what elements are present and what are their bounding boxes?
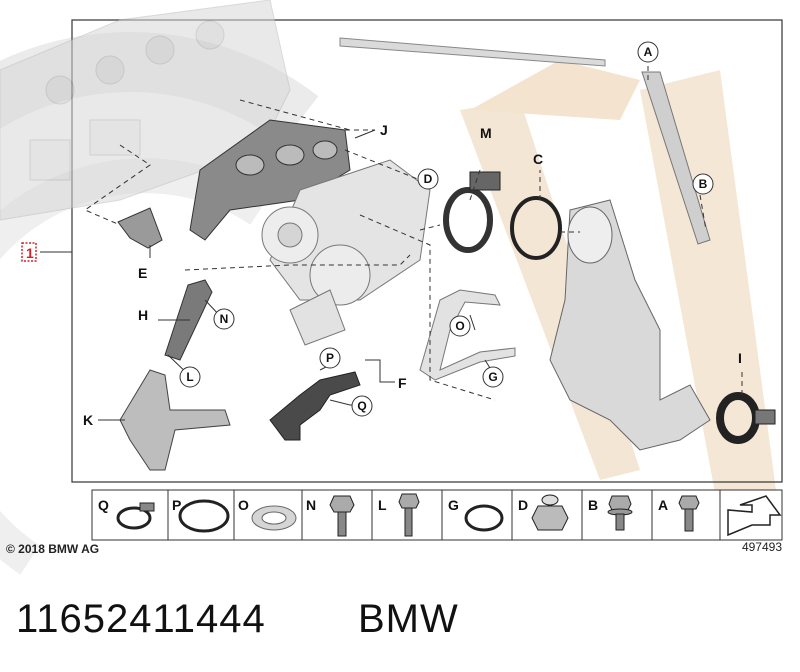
- callout-o: O: [449, 315, 471, 337]
- legend-n: N: [306, 497, 316, 513]
- flange-bolt-icon: [607, 495, 633, 531]
- legend-a: A: [658, 497, 668, 513]
- callouts: J E H K F M C I: [83, 122, 742, 428]
- callout-i: I: [738, 350, 742, 366]
- callout-k: K: [83, 412, 93, 428]
- diagram-number: 497493: [742, 540, 782, 554]
- main-item-marker: 1: [21, 242, 37, 262]
- part-number: 11652411444: [16, 597, 266, 641]
- legend-d: D: [518, 497, 528, 513]
- fastener-legend: Q P O N L G D: [91, 489, 783, 541]
- circled-callouts: A B D N L P Q O: [179, 41, 714, 417]
- support-rod: [641, 71, 711, 245]
- svg-text:L: L: [186, 370, 193, 384]
- turbocharger: [261, 159, 431, 346]
- svg-text:Q: Q: [357, 399, 366, 413]
- callout-h: H: [138, 307, 148, 323]
- callout-g: G: [482, 366, 504, 388]
- callout-a: A: [637, 41, 659, 63]
- svg-text:D: D: [424, 172, 433, 186]
- main-item-label: 1: [26, 245, 34, 261]
- callout-j: J: [380, 122, 388, 138]
- legend-l: L: [378, 497, 387, 513]
- callout-d: D: [417, 168, 439, 190]
- svg-text:N: N: [220, 312, 229, 326]
- diagram-frame: [71, 19, 783, 483]
- coolant-pipe: [419, 289, 516, 381]
- sealing-ring-icon: [464, 504, 504, 532]
- svg-text:P: P: [326, 351, 334, 365]
- brand-name: BMW: [358, 597, 459, 641]
- callout-b: B: [692, 173, 714, 195]
- callout-e: E: [138, 265, 147, 281]
- top-rod: [339, 37, 606, 67]
- v-band-clamp-m: [443, 171, 501, 253]
- callout-f: F: [398, 375, 407, 391]
- legend-b: B: [588, 497, 598, 513]
- flat-washer-icon: [251, 505, 297, 531]
- callout-n: N: [213, 308, 235, 330]
- clamp-i: [716, 392, 776, 444]
- callout-q: Q: [351, 395, 373, 417]
- leader-lines: [83, 66, 743, 401]
- callout-l: L: [179, 366, 201, 388]
- hex-bolt-large-icon: [329, 495, 355, 537]
- bracket-k: [119, 369, 231, 471]
- legend-o: O: [238, 497, 249, 513]
- catalytic-converter: [549, 199, 711, 451]
- next-page-arrow-icon: [727, 495, 782, 537]
- svg-text:O: O: [455, 319, 464, 333]
- svg-text:B: B: [699, 177, 708, 191]
- oil-line-f: [269, 371, 361, 441]
- sealing-ring-black-icon: [178, 499, 230, 533]
- copyright-text: © 2018 BMW AG: [6, 542, 99, 556]
- legend-p: P: [172, 497, 181, 513]
- callout-p: P: [319, 347, 341, 369]
- legend-q: Q: [98, 497, 109, 513]
- hex-bolt-icon: [398, 493, 420, 537]
- callout-c: C: [533, 151, 543, 167]
- callout-m: M: [480, 125, 492, 141]
- seal-ring-c: [510, 196, 562, 260]
- svg-text:A: A: [644, 45, 653, 59]
- hex-bolt-small-icon: [678, 495, 700, 532]
- bracket-e: [117, 207, 163, 249]
- svg-text:G: G: [488, 370, 497, 384]
- hex-nut-icon: [531, 494, 569, 531]
- hose-clamp-icon: [116, 502, 155, 530]
- legend-g: G: [448, 497, 459, 513]
